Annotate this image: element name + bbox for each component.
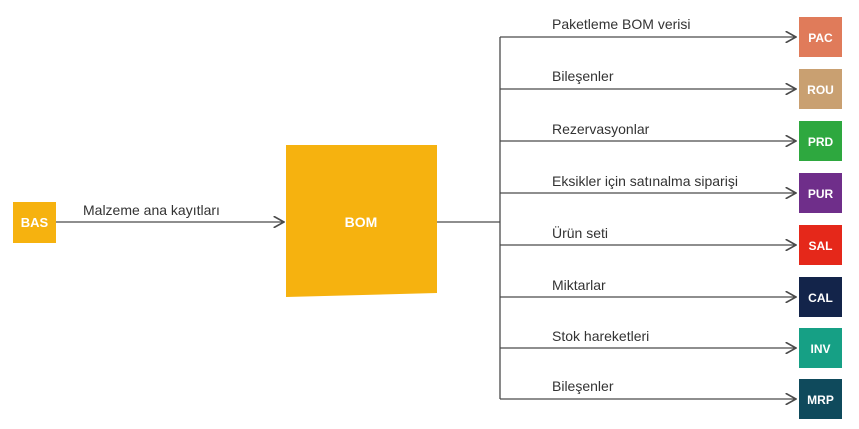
target-node-pur[interactable]: PUR [799,173,842,213]
target-branch-sal: Ürün seti SAL [500,224,842,265]
target-node-label-inv: INV [810,342,830,356]
edge-label-cal: Miktarlar [552,277,606,293]
target-node-rou[interactable]: ROU [799,69,842,109]
target-branch-prd: Rezervasyonlar PRD [500,121,842,161]
target-branch-rou: Bileşenler ROU [500,68,842,109]
target-branch-pur: Eksikler için satınalma siparişi PUR [500,173,842,213]
target-node-inv[interactable]: INV [799,328,842,368]
target-node-label-pac: PAC [808,31,833,45]
source-node[interactable]: BAS [13,202,56,243]
target-node-pac[interactable]: PAC [799,17,842,57]
source-node-label: BAS [21,215,49,230]
target-node-prd[interactable]: PRD [799,121,842,161]
edge-label-inv: Stok hareketleri [552,328,649,344]
input-edge-label: Malzeme ana kayıtları [83,202,220,218]
target-node-label-rou: ROU [807,83,834,97]
edge-label-pur: Eksikler için satınalma siparişi [552,173,738,189]
target-branch-mrp: Bileşenler MRP [500,378,842,419]
target-node-label-sal: SAL [809,239,833,253]
target-node-label-prd: PRD [808,135,834,149]
bom-node-label: BOM [345,214,378,230]
target-node-sal[interactable]: SAL [799,225,842,265]
edge-label-prd: Rezervasyonlar [552,121,650,137]
target-branch-inv: Stok hareketleri INV [500,328,842,368]
bom-node[interactable]: BOM [286,145,437,297]
edge-label-mrp: Bileşenler [552,378,614,394]
edge-label-sal: Ürün seti [552,224,608,241]
target-branch-cal: Miktarlar CAL [500,277,842,317]
target-node-mrp[interactable]: MRP [799,379,842,419]
target-node-cal[interactable]: CAL [799,277,842,317]
target-node-label-cal: CAL [808,291,833,305]
target-node-label-mrp: MRP [807,393,834,407]
edge-label-pac: Paketleme BOM verisi [552,16,690,32]
target-node-label-pur: PUR [808,187,834,201]
target-branch-pac: Paketleme BOM verisi PAC [500,16,842,57]
edge-label-rou: Bileşenler [552,68,614,84]
